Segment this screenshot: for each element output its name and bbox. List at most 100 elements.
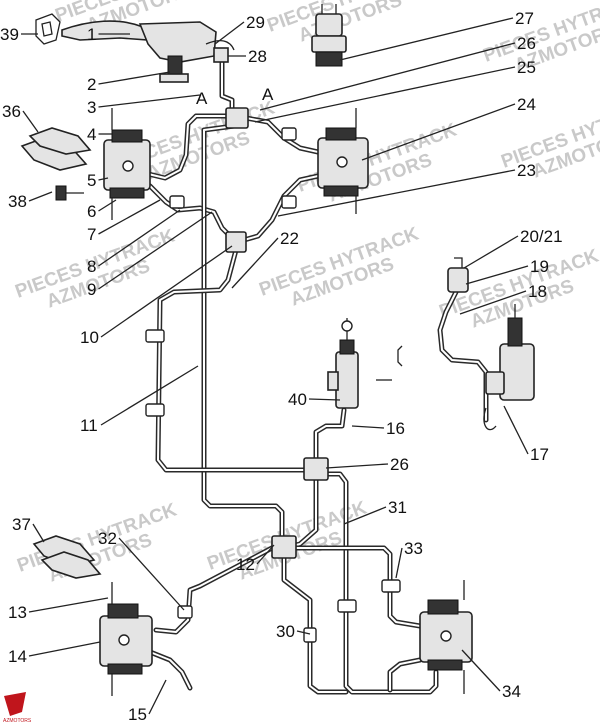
callout-12: 12 bbox=[236, 555, 255, 574]
callout-37: 37 bbox=[12, 515, 31, 534]
leader-line-38 bbox=[28, 191, 53, 202]
leader-line-18 bbox=[459, 290, 527, 315]
bolt-38 bbox=[55, 185, 84, 201]
callout-39: 39 bbox=[0, 25, 19, 44]
callout-4: 4 bbox=[87, 125, 96, 144]
callout-5: 5 bbox=[87, 171, 96, 190]
callout-15: 15 bbox=[128, 705, 147, 724]
leader-line-11 bbox=[100, 365, 199, 426]
part-39-bracket bbox=[35, 13, 61, 45]
callout-2: 2 bbox=[87, 75, 96, 94]
caliper-rear-right bbox=[419, 580, 473, 694]
callout-26a: 26 bbox=[517, 34, 536, 53]
callout-36: 36 bbox=[2, 102, 21, 121]
front-brake-pads-36 bbox=[20, 127, 92, 171]
leader-line-15 bbox=[148, 679, 167, 715]
leader-line-24 bbox=[361, 103, 516, 161]
callout-19: 19 bbox=[530, 257, 549, 276]
leader-line-19 bbox=[465, 265, 529, 285]
pipe-clips bbox=[145, 127, 401, 643]
leader-line-13 bbox=[28, 597, 109, 613]
callout-7: 7 bbox=[87, 225, 96, 244]
leader-line-8 bbox=[98, 209, 181, 267]
callout-11: 11 bbox=[80, 416, 98, 435]
callout-26b: 26 bbox=[390, 455, 409, 474]
callout-14: 14 bbox=[8, 647, 27, 666]
leader-line-37 bbox=[32, 523, 45, 543]
callout-32: 32 bbox=[98, 529, 117, 548]
junction-front-lower bbox=[225, 231, 247, 253]
leader-line-16 bbox=[351, 425, 385, 429]
leader-line-3 bbox=[98, 94, 201, 108]
callout-10: 10 bbox=[80, 328, 99, 347]
rear-brake-pads-37 bbox=[32, 535, 102, 579]
leader-line-30 bbox=[296, 630, 311, 635]
callout-1: 1 bbox=[87, 25, 96, 44]
leader-line-34 bbox=[461, 649, 501, 692]
pipe-marker-a-right: A bbox=[262, 85, 274, 104]
junction-front-upper bbox=[225, 107, 249, 129]
callout-34: 34 bbox=[502, 682, 521, 701]
callout-27: 27 bbox=[515, 9, 534, 28]
azmotors-logo: AZMOTORS bbox=[3, 692, 32, 724]
leader-line-14 bbox=[28, 641, 101, 657]
callout-30: 30 bbox=[276, 622, 295, 641]
caliper-front-right bbox=[317, 108, 369, 214]
callout-3: 3 bbox=[87, 98, 96, 117]
leader-line-31 bbox=[343, 506, 387, 525]
front-master-cylinder bbox=[61, 20, 235, 83]
leader-line-12 bbox=[256, 544, 275, 565]
parking-brake-assembly bbox=[447, 257, 535, 431]
callout-24: 24 bbox=[517, 95, 536, 114]
rear-master-cylinder-40 bbox=[327, 318, 403, 409]
callout-13: 13 bbox=[8, 603, 27, 622]
callout-25: 25 bbox=[517, 58, 536, 77]
leader-line-20/21 bbox=[463, 235, 519, 269]
leader-line-33 bbox=[395, 547, 403, 579]
leader-line-36 bbox=[22, 110, 39, 133]
pipe-marker-a-left: A bbox=[196, 89, 208, 108]
callout-40: 40 bbox=[288, 390, 307, 409]
svg-text:AZMOTORS: AZMOTORS bbox=[3, 718, 32, 724]
leader-line-9 bbox=[98, 211, 213, 290]
leader-line-29 bbox=[214, 21, 245, 45]
callout-33: 33 bbox=[404, 539, 423, 558]
caliper-front-left bbox=[103, 108, 151, 220]
callout-9: 9 bbox=[87, 280, 96, 299]
callout-22: 22 bbox=[280, 229, 299, 248]
leader-line-26a bbox=[259, 42, 516, 111]
callout-28: 28 bbox=[248, 47, 267, 66]
callout-23: 23 bbox=[517, 161, 536, 180]
callout-20/21: 20/21 bbox=[520, 227, 563, 246]
leader-line-17 bbox=[503, 405, 529, 455]
callout-29: 29 bbox=[246, 13, 265, 32]
leader-line-40 bbox=[308, 398, 341, 401]
junction-center bbox=[303, 457, 329, 481]
callout-18: 18 bbox=[528, 282, 547, 301]
leader-line-26b bbox=[325, 463, 389, 469]
caliper-rear-left bbox=[99, 582, 153, 696]
leader-line-6 bbox=[98, 199, 117, 212]
callout-16: 16 bbox=[386, 419, 405, 438]
leader-line-22 bbox=[231, 237, 279, 289]
leader-line-23 bbox=[277, 169, 516, 217]
leader-line-25 bbox=[254, 66, 516, 123]
callout-38: 38 bbox=[8, 192, 27, 211]
callout-8: 8 bbox=[87, 257, 96, 276]
leader-line-2 bbox=[98, 71, 171, 85]
callout-31: 31 bbox=[388, 498, 407, 517]
callout-6: 6 bbox=[87, 202, 96, 221]
leader-line-5 bbox=[98, 177, 109, 181]
leader-line-32 bbox=[118, 537, 185, 611]
leader-line-10 bbox=[100, 245, 233, 338]
reservoir-27 bbox=[311, 4, 347, 67]
callout-17: 17 bbox=[530, 445, 549, 464]
junction-rear bbox=[271, 535, 297, 559]
leader-line-7 bbox=[98, 199, 161, 235]
leader-line-27 bbox=[339, 17, 514, 61]
